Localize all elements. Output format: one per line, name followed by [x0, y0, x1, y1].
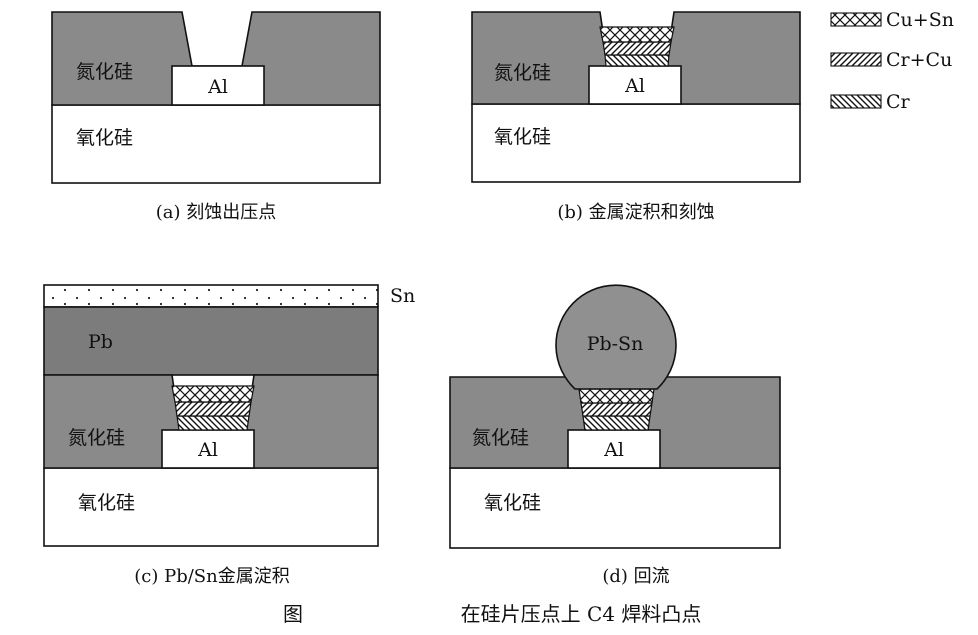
cu-sn-layer	[599, 26, 675, 43]
panel-b: Al 氮化硅 氧化硅 (b) 金属淀积和刻蚀	[471, 11, 801, 223]
cr-layer	[582, 415, 651, 431]
aluminum-pad-label: Al	[197, 439, 218, 461]
nitride-label: 氮化硅	[68, 427, 125, 449]
cu-sn-layer	[578, 388, 655, 404]
oxide-label: 氧化硅	[78, 492, 135, 514]
solder-bump-label: Pb-Sn	[587, 333, 644, 355]
cr-cu-layer	[580, 402, 653, 417]
figure-label: 图	[283, 602, 303, 626]
oxide-layer	[449, 467, 781, 549]
lead-label: Pb	[88, 331, 113, 353]
nitride-label: 氮化硅	[494, 62, 551, 84]
tin-label: Sn	[390, 285, 415, 307]
legend-swatch-cr-cu	[830, 52, 882, 67]
oxide-layer	[43, 467, 379, 547]
nitride-label: 氮化硅	[76, 61, 133, 83]
aluminum-pad-label: Al	[624, 75, 645, 97]
panel-a: Al 氮化硅 氧化硅 (a) 刻蚀出压点	[51, 11, 381, 223]
aluminum-pad	[161, 429, 255, 469]
nitride-layer	[51, 11, 381, 106]
panel-d: Pb-Sn Al 氮化硅 氧化硅 (d) 回流	[449, 284, 781, 587]
oxide-layer	[51, 104, 381, 184]
solder-bump	[555, 284, 677, 390]
legend-label-cr: Cr	[886, 91, 911, 113]
legend-label-cr-cu: Cr+Cu	[886, 49, 952, 71]
legend-swatch-cu-sn	[830, 12, 882, 27]
legend-label-cu-sn: Cu+Sn	[886, 9, 954, 31]
aluminum-pad-label: Al	[207, 76, 228, 98]
oxide-layer	[471, 103, 801, 183]
cr-cu-layer	[174, 401, 252, 417]
aluminum-pad	[567, 429, 661, 469]
cr-layer	[604, 54, 670, 67]
oxide-label: 氧化硅	[484, 492, 541, 514]
panel-c: Sn Pb Al 氮化硅 氧化硅 (c) Pb/Sn金属淀积	[43, 284, 415, 587]
legend-swatch-cr	[830, 94, 882, 109]
cr-cu-layer	[602, 41, 672, 56]
panel-d-caption: (d) 回流	[602, 566, 669, 587]
cu-sn-layer	[171, 385, 255, 403]
tin-layer	[43, 284, 379, 308]
nitride-label: 氮化硅	[472, 427, 529, 449]
cr-layer	[176, 415, 250, 431]
aluminum-pad-label: Al	[603, 439, 624, 461]
oxide-label: 氧化硅	[76, 127, 133, 149]
figure-title: 在硅片压点上 C4 焊料凸点	[461, 602, 702, 626]
panel-b-caption: (b) 金属淀积和刻蚀	[557, 202, 714, 223]
legend: Cu+Sn Cr+Cu Cr	[830, 9, 954, 113]
aluminum-pad	[171, 65, 265, 106]
oxide-label: 氧化硅	[494, 126, 551, 148]
lead-layer	[43, 306, 379, 376]
panel-c-caption: (c) Pb/Sn金属淀积	[134, 566, 289, 587]
panel-a-caption: (a) 刻蚀出压点	[156, 202, 277, 223]
